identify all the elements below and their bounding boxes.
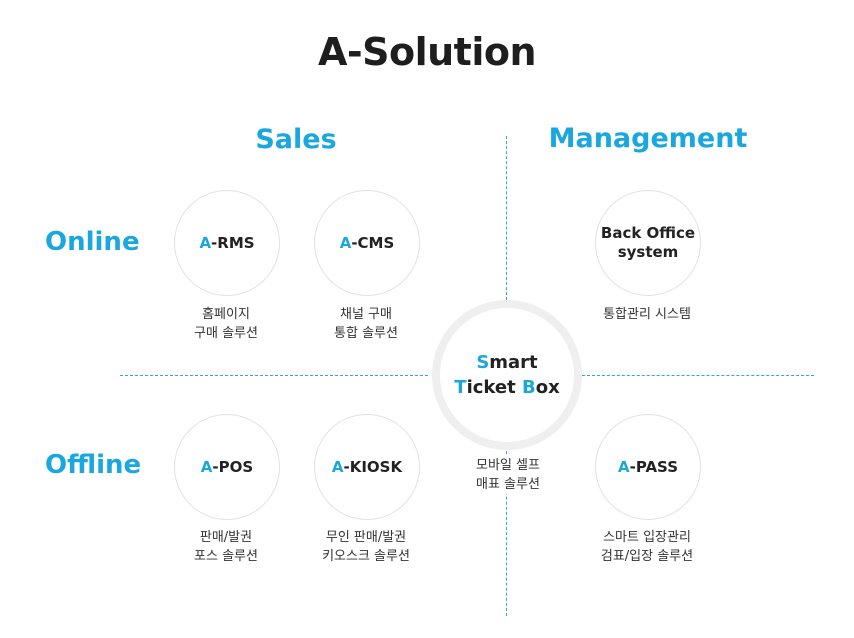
desc-line: 통합 솔루션 <box>334 326 398 341</box>
node-suffix: -PASS <box>629 457 678 476</box>
desc-line: 판매/발권 <box>199 530 253 545</box>
node-back-office: Back Office system <box>595 190 701 296</box>
horizontal-divider-left <box>120 375 428 376</box>
node-a-pass: A-PASS <box>595 414 701 520</box>
desc-line: 포스 솔루션 <box>194 549 258 564</box>
center-b-letter: B <box>521 377 536 398</box>
desc-line: 스마트 입장관리 <box>603 530 691 545</box>
node-back-office-description: 통합관리 시스템 <box>567 305 727 324</box>
node-a-rms-description: 홈페이지 구매 솔루션 <box>146 305 306 343</box>
column-header-sales: Sales <box>255 124 337 155</box>
center-line-1: Smart <box>476 350 537 375</box>
node-suffix: -CMS <box>351 233 395 252</box>
node-a-cms-description: 채널 구매 통합 솔루션 <box>286 305 446 343</box>
node-prefix: A <box>199 233 212 252</box>
desc-line: 검표/입장 솔루션 <box>600 549 694 564</box>
node-a-rms-label: A-RMS <box>199 234 254 253</box>
node-a-kiosk: A-KIOSK <box>314 414 420 520</box>
node-a-pos: A-POS <box>174 414 280 520</box>
desc-line: 통합관리 시스템 <box>603 307 691 322</box>
center-icket: icket <box>466 377 522 398</box>
node-prefix: A <box>331 457 344 476</box>
vertical-divider-bottom <box>506 436 507 616</box>
node-a-pos-label: A-POS <box>201 458 253 477</box>
node-suffix: -RMS <box>211 233 255 252</box>
node-a-rms: A-RMS <box>174 190 280 296</box>
desc-line: 무인 판매/발권 <box>325 530 407 545</box>
desc-line: 매표 솔루션 <box>476 477 540 492</box>
node-suffix: -POS <box>212 457 254 476</box>
center-line-2: Ticket Box <box>454 375 559 400</box>
node-prefix: A <box>339 233 352 252</box>
node-a-kiosk-label: A-KIOSK <box>332 458 402 477</box>
center-ox: ox <box>535 377 560 398</box>
center-s-letter: S <box>476 352 490 373</box>
vertical-divider-top <box>506 136 507 300</box>
node-a-cms-label: A-CMS <box>340 234 395 253</box>
node-prefix: A <box>200 457 213 476</box>
node-a-pass-label: A-PASS <box>618 458 678 477</box>
desc-line: 채널 구매 <box>340 307 392 322</box>
row-label-online: Online <box>45 227 140 257</box>
desc-line: 구매 솔루션 <box>194 326 258 341</box>
horizontal-divider-right <box>582 375 814 376</box>
row-label-offline: Offline <box>45 450 142 480</box>
center-t-letter: T <box>454 377 467 398</box>
node-a-kiosk-description: 무인 판매/발권 키오스크 솔루션 <box>286 528 446 566</box>
node-suffix: -KIOSK <box>343 457 403 476</box>
node-smart-ticket-box: Smart Ticket Box <box>432 300 582 450</box>
desc-line: 키오스크 솔루션 <box>322 549 410 564</box>
node-a-cms: A-CMS <box>314 190 420 296</box>
node-back-office-label-2: system <box>617 243 679 261</box>
desc-line: 홈페이지 <box>202 307 250 322</box>
node-smart-ticket-box-description: 모바일 셀프 매표 솔루션 <box>428 456 588 494</box>
node-prefix: A <box>618 457 630 476</box>
node-a-pass-description: 스마트 입장관리 검표/입장 솔루션 <box>567 528 727 566</box>
node-a-pos-description: 판매/발권 포스 솔루션 <box>146 528 306 566</box>
page-title: A-Solution <box>317 30 537 74</box>
column-header-management: Management <box>548 123 748 154</box>
center-mart: mart <box>489 352 538 373</box>
node-back-office-label-1: Back Office <box>600 224 696 242</box>
desc-line: 모바일 셀프 <box>476 458 540 473</box>
